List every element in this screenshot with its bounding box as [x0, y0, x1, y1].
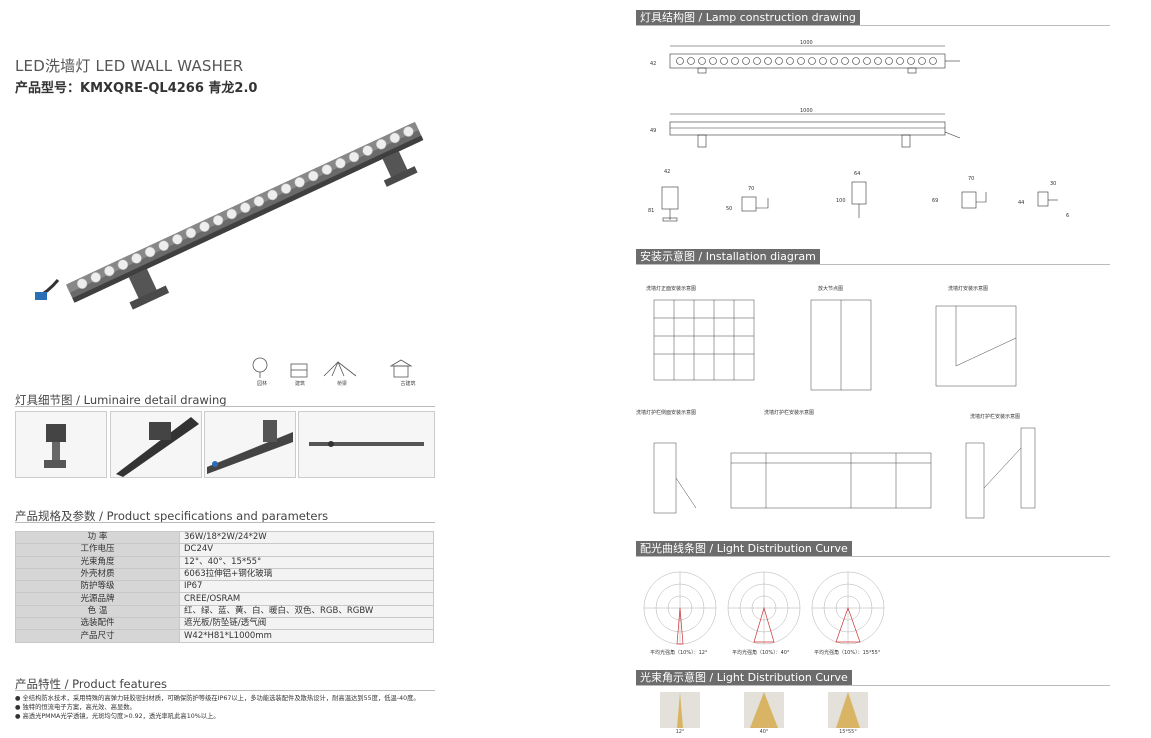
icon-caption-garden: 园林 — [256, 381, 267, 387]
install-heading: 安装示意图 / Installation diagram — [636, 249, 820, 264]
svg-text:49: 49 — [650, 128, 656, 134]
light-curve-heading: 配光曲线条图 / Light Distribution Curve — [636, 541, 852, 556]
svg-text:1000: 1000 — [800, 108, 813, 114]
svg-text:洗墙灯护栏安装示意图: 洗墙灯护栏安装示意图 — [970, 413, 1020, 420]
features-heading: 产品特性 / Product features — [15, 677, 168, 691]
svg-text:洗墙灯正面安装示意图: 洗墙灯正面安装示意图 — [646, 285, 696, 292]
svg-text:平均光强角（10%）：15*55°: 平均光强角（10%）：15*55° — [814, 649, 881, 656]
divider — [636, 556, 1110, 557]
beam-15x55-image — [828, 692, 868, 728]
svg-text:42: 42 — [650, 61, 656, 67]
application-icons — [252, 357, 413, 378]
beam-15x55-label: 15*55° — [839, 729, 857, 735]
divider — [15, 522, 435, 523]
svg-text:平均光强角（10%）：40°: 平均光强角（10%）：40° — [732, 649, 790, 656]
beam-12-image — [660, 692, 700, 728]
svg-text:洗墙灯护栏侧面安装示意图: 洗墙灯护栏侧面安装示意图 — [636, 409, 696, 416]
svg-text:洗墙灯安装示意图: 洗墙灯安装示意图 — [948, 285, 988, 292]
svg-text:42: 42 — [664, 169, 670, 175]
svg-text:6: 6 — [1066, 213, 1069, 219]
divider — [636, 25, 1110, 26]
svg-text:30: 30 — [1050, 181, 1056, 187]
construction-drawing: 1000 42 1000 49 42 81 70 50 64 100 70 69… — [648, 40, 1069, 222]
product-title: LED洗墙灯 LED WALL WASHER — [15, 57, 244, 75]
install-diagrams: 洗墙灯正面安装示意图 放大节点图 洗墙灯安装示意图 洗墙灯护栏侧面安装示意图 洗… — [636, 285, 1036, 519]
detail-photo-4 — [298, 411, 435, 478]
spec-heading: 产品规格及参数 / Product specifications and par… — [15, 509, 329, 523]
divider — [636, 264, 1110, 265]
svg-text:69: 69 — [932, 198, 938, 204]
list-item: ● 全结构防水技术，采用特殊的高弹力硅胶密封材质，可确保防护等级在IP67以上，… — [15, 695, 420, 702]
list-item: ● 高透光PMMA光学透镜，光斑均匀度>0.92，透光率吼此高10%以上。 — [15, 713, 220, 720]
svg-text:放大节点图: 放大节点图 — [818, 285, 843, 292]
svg-text:44: 44 — [1018, 200, 1024, 206]
icon-caption-ancient-building: 古建筑 — [400, 381, 416, 387]
detail-photo-2 — [110, 411, 202, 478]
list-item: ● 独特的恒流电子方案，高光效、高显数。 — [15, 704, 136, 711]
svg-text:洗墙灯护栏安装示意图: 洗墙灯护栏安装示意图 — [764, 409, 814, 416]
polar-curves: 平均光强角（10%）：12° 平均光强角（10%）：40° 平均光强角（10%）… — [643, 571, 885, 656]
svg-text:1000: 1000 — [800, 40, 813, 46]
beam-40-label: 40° — [759, 729, 769, 735]
divider — [15, 690, 435, 691]
detail-photo-3 — [204, 411, 296, 478]
detail-photo-1 — [15, 411, 107, 478]
icon-caption-bridge: 桥梁 — [336, 381, 347, 387]
icon-caption-building: 建筑 — [294, 381, 305, 387]
product-image — [35, 121, 424, 310]
svg-text:平均光强角（10%）：12°: 平均光强角（10%）：12° — [650, 649, 708, 656]
construction-heading: 灯具结构图 / Lamp construction drawing — [636, 10, 860, 25]
detail-heading: 灯具细节图 / Luminaire detail drawing — [15, 393, 227, 407]
beam-heading: 光束角示意图 / Light Distribution Curve — [636, 670, 852, 685]
features-list: ● 全结构防水技术，采用特殊的高弹力硅胶密封材质，可确保防护等级在IP67以上，… — [15, 694, 445, 721]
svg-text:64: 64 — [854, 171, 860, 177]
product-model: 产品型号：KMXQRE-QL4266 青龙2.0 — [15, 81, 258, 96]
beam-40-image — [744, 692, 784, 728]
svg-text:70: 70 — [968, 176, 974, 182]
svg-text:81: 81 — [648, 208, 654, 214]
divider — [15, 406, 435, 407]
beam-12-label: 12° — [675, 729, 685, 735]
table-row: 选装配件遮光板/防坠链/透气阀 — [15, 617, 434, 631]
svg-text:50: 50 — [726, 206, 732, 212]
divider — [636, 685, 1110, 686]
svg-text:70: 70 — [748, 186, 754, 192]
svg-text:100: 100 — [836, 198, 846, 204]
table-row: 色 温红、绿、蓝、黄、白、暖白、双色、RGB、RGBW — [15, 604, 434, 619]
